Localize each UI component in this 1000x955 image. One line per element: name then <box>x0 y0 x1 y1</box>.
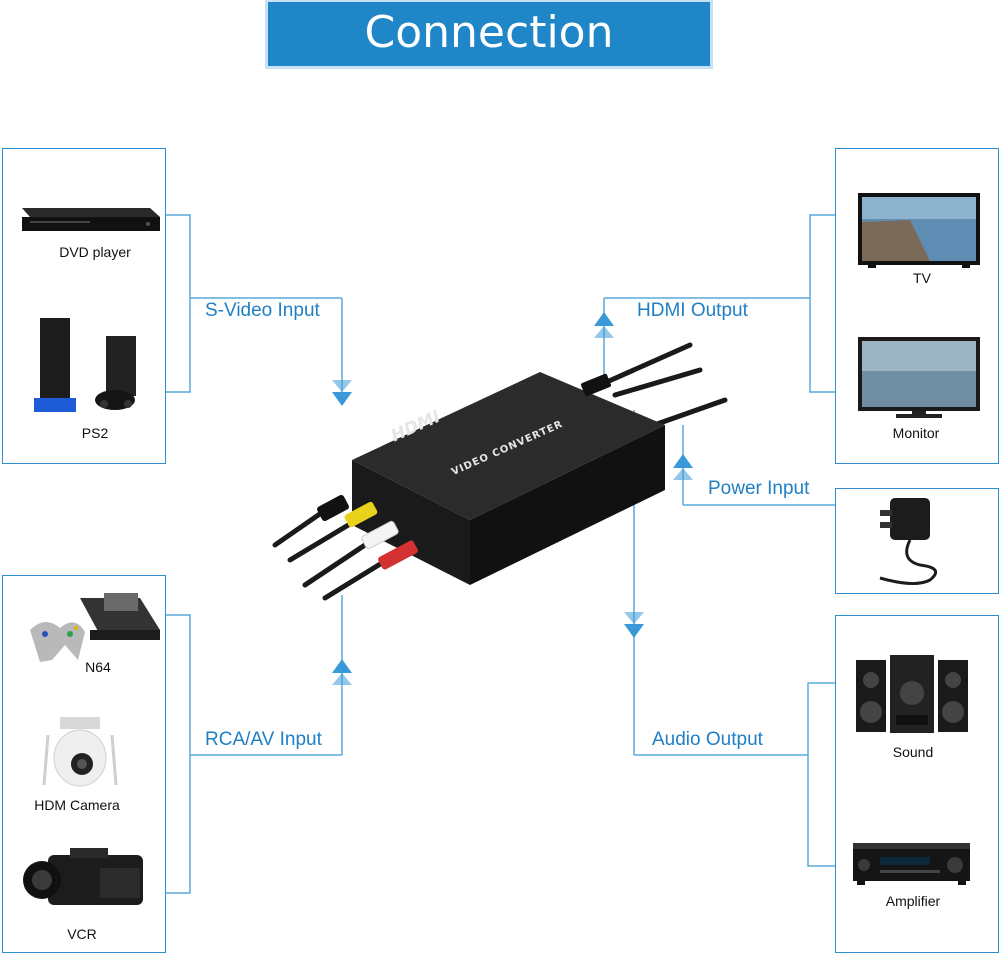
converter-side <box>470 425 665 585</box>
hdmi-bracket <box>809 214 835 393</box>
vcr-label: VCR <box>67 926 97 942</box>
audio-arrow-head <box>624 624 644 638</box>
hdm-camera-label: HDM Camera <box>34 797 120 813</box>
n64-icon <box>30 593 160 662</box>
converter-top <box>352 372 665 520</box>
sound-speakers-icon <box>856 655 968 733</box>
hdmi-plug <box>581 373 611 397</box>
diagram-title: Connection Diagram <box>364 7 614 120</box>
svideo-devices-panel <box>2 148 166 464</box>
rca-plugs <box>344 501 418 570</box>
monitor-label: Monitor <box>892 425 940 441</box>
ps2-label: PS2 <box>81 425 109 441</box>
converter-front <box>352 460 470 585</box>
title-banner: Connection Diagram <box>268 2 710 120</box>
power-adapter-icon <box>879 498 938 585</box>
hdmi-output-label: HDMI Output <box>637 300 748 321</box>
tv-icon <box>858 193 980 268</box>
n64-label: N64 <box>85 659 111 675</box>
dvd-player-icon <box>22 208 160 231</box>
hdm-camera-icon <box>42 717 118 787</box>
rca-bracket <box>165 614 191 894</box>
rca-arrow-head <box>332 659 352 673</box>
audio-bracket <box>807 682 835 867</box>
sound-label: Sound <box>892 744 934 760</box>
svideo-arrow-head <box>332 392 352 406</box>
svideo-plug <box>317 494 349 522</box>
amplifier-label: Amplifier <box>885 893 941 909</box>
tv-label: TV <box>913 270 931 286</box>
power-arrow-head <box>673 454 693 468</box>
svideo-bracket <box>165 214 191 393</box>
hdmi-cable <box>597 342 693 388</box>
monitor-icon <box>858 337 980 418</box>
dvd-player-label: DVD player <box>59 244 131 260</box>
power-input-label: Power Input <box>708 478 810 499</box>
amplifier-icon <box>853 843 970 885</box>
rca-input-label: RCA/AV Input <box>205 729 322 750</box>
svideo-input-label: S-Video Input <box>205 300 320 321</box>
vcr-icon <box>23 848 143 905</box>
audio-output-label: Audio Output <box>652 729 763 750</box>
hdmi-arrow-head <box>594 312 614 326</box>
ps2-icon <box>34 318 136 412</box>
